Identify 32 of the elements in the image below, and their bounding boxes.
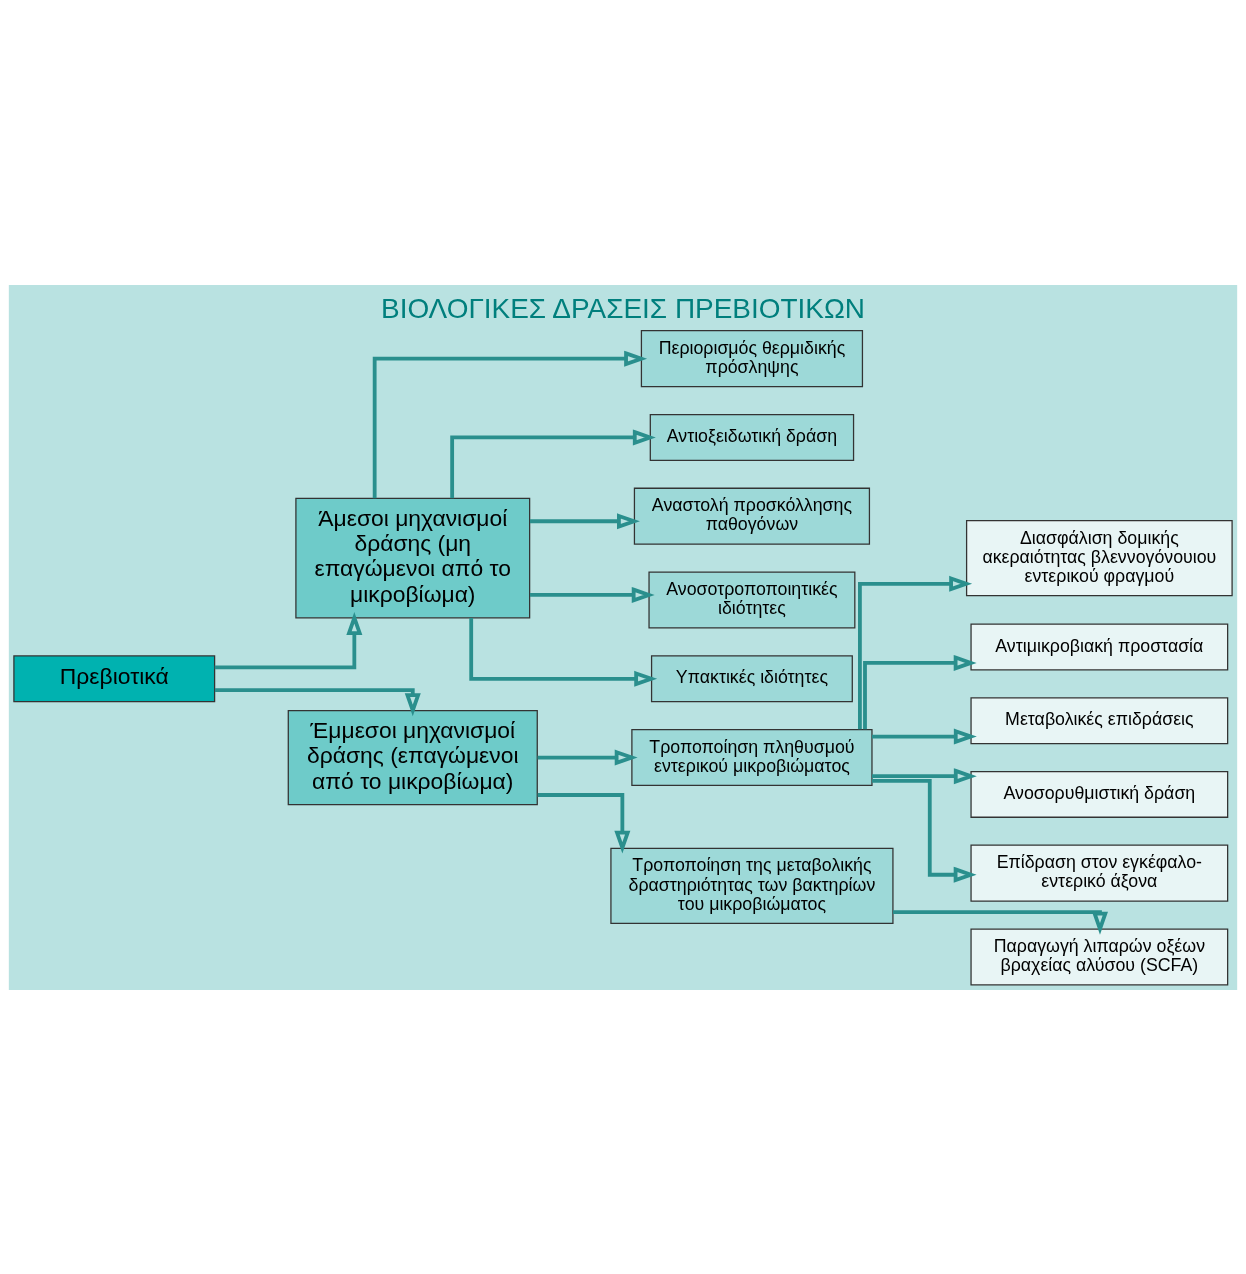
node-box: Τροποποίηση της μεταβολικής δραστηριότητας των βακτηρίων του μικροβιώματος xyxy=(610,847,894,924)
arrow xyxy=(537,792,631,854)
node-box: Επίδραση στον εγκέφαλο-εντερικό άξονα xyxy=(970,844,1229,902)
arrow xyxy=(372,350,648,498)
node-box: Περιορισμός θερμιδικής πρόσληψης xyxy=(640,329,864,387)
node-box: Αντιμικροβιακή προστασία xyxy=(970,623,1229,671)
node-box: Πρεβιοτικά xyxy=(13,654,216,702)
arrow xyxy=(537,749,638,766)
arrow xyxy=(893,909,1108,935)
node-box: Αναστολή προσκόλλησης παθογόνων xyxy=(633,487,871,545)
node-box: Υπακτικές ιδιότητες xyxy=(650,654,853,702)
arrow xyxy=(529,586,655,603)
arrow xyxy=(469,617,658,687)
arrow xyxy=(872,728,977,745)
arrow xyxy=(214,611,363,669)
node-box: Διασφάλιση δομικής ακεραιότητας βλεννογόνουιου εντερικού φραγμού xyxy=(965,519,1233,596)
arrow xyxy=(529,512,640,529)
node-box: Αντιοξειδωτική δράση xyxy=(649,413,855,461)
node-box: Έμμεσοι μηχανισμοί δράσης (επαγώμενοι από το μικροβίωμα) xyxy=(287,709,538,805)
arrow xyxy=(872,767,977,784)
arrow xyxy=(872,778,977,883)
arrow xyxy=(450,428,656,498)
node-box: Ανοσοτροποποιητικές ιδιότητες xyxy=(648,570,856,629)
diagram-title: ΒΙΟΛΟΓΙΚΕΣ ΔΡΑΣΕΙΣ ΠΡΕΒΙΟΤΙΚΩΝ xyxy=(381,292,865,324)
arrow xyxy=(214,687,421,716)
arrow xyxy=(863,654,977,729)
node-box: Παραγωγή λιπαρών οξέων βραχείας αλύσου (SCFA) xyxy=(970,927,1229,986)
arrow xyxy=(858,575,973,729)
node-box: Ανοσορυθμιστική δράση xyxy=(970,770,1229,818)
node-box: Μεταβολικές επιδράσεις xyxy=(970,696,1229,744)
node-box: Τροποποίηση πληθυσμού εντερικού μικροβιώματος xyxy=(631,728,873,786)
node-box: Άμεσοι μηχανισμοί δράσης (μη επαγώμενοι από το μικροβίωμα) xyxy=(295,497,531,618)
